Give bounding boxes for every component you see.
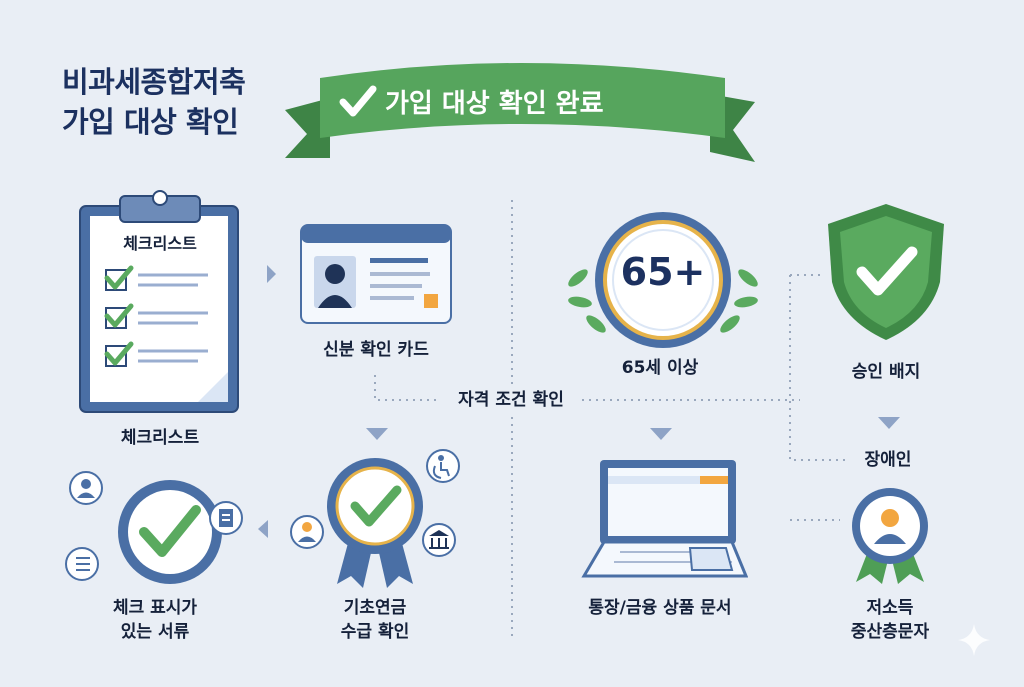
- bankbook-document-icon: [581, 460, 748, 578]
- completion-banner: 가입 대상 확인 완료: [285, 63, 755, 162]
- checked-docs-caption-line-2: 있는 서류: [120, 622, 190, 642]
- sparkle-icon: [958, 624, 990, 656]
- shield-check-icon: [828, 204, 944, 340]
- pension-caption-line-1: 기초연금: [343, 598, 407, 618]
- arrow-down-icon: [878, 417, 900, 429]
- id-card-icon: [300, 224, 452, 324]
- bankbook-caption: 통장/금융 상품 문서: [588, 598, 732, 618]
- pension-caption: 기초연금 수급 확인: [300, 596, 450, 644]
- arrow-right-icon: [267, 265, 276, 283]
- checklist-caption: 체크리스트: [120, 428, 200, 448]
- title-line-1: 비과세종합저축: [62, 65, 246, 99]
- banner-body: [320, 63, 725, 138]
- title-line-2: 가입 대상 확인: [62, 105, 239, 139]
- pension-rosette-icon: [290, 449, 460, 588]
- age-badge: 65+: [566, 212, 760, 354]
- page-title: 비과세종합저축 가입 대상 확인: [62, 62, 246, 142]
- approval-caption: 승인 배지: [851, 362, 921, 382]
- arrow-down-icon: [650, 428, 672, 440]
- id-card-caption: 신분 확인 카드: [323, 340, 429, 360]
- center-label: 자격 조건 확인: [440, 388, 582, 412]
- checked-docs-caption-line-1: 체크 표시가: [112, 598, 198, 618]
- checked-documents-icon: [65, 471, 243, 584]
- age-badge-text: 65+: [620, 250, 706, 294]
- disabled-caption: 장애인: [864, 450, 912, 470]
- banner-check-icon: [339, 85, 377, 117]
- checked-docs-caption: 체크 표시가 있는 서류: [80, 596, 230, 644]
- checklist-clipboard: 체크리스트: [78, 188, 242, 416]
- low-income-caption: 저소득 중산층문자: [820, 596, 960, 644]
- person-medal-icon: [852, 488, 928, 584]
- age-caption: 65세 이상: [621, 358, 699, 378]
- banner-left-tail: [285, 98, 330, 158]
- arrow-down-icon: [366, 428, 388, 440]
- pension-caption-line-2: 수급 확인: [340, 622, 410, 642]
- arrow-left-icon: [258, 520, 268, 538]
- low-income-caption-line-2: 중산층문자: [850, 622, 930, 642]
- banner-text: 가입 대상 확인 완료: [385, 89, 604, 119]
- clipboard-label: 체크리스트: [123, 234, 197, 253]
- low-income-caption-line-1: 저소득: [866, 598, 914, 618]
